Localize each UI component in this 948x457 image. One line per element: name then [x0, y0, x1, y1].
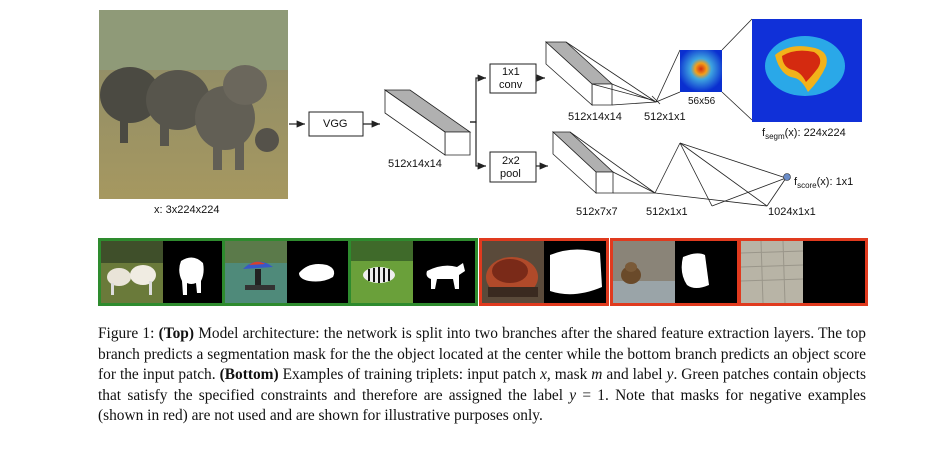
example-image — [613, 241, 675, 303]
score-output-label: fscore(x): 1x1 — [794, 176, 854, 191]
example-negative-bear — [610, 238, 740, 306]
example-negative-ground — [738, 238, 868, 306]
caption-text: , mask — [546, 366, 592, 383]
example-mask — [163, 241, 225, 303]
example-image — [351, 241, 413, 303]
caption-math-y: y — [666, 366, 674, 383]
vgg-label: VGG — [323, 118, 348, 130]
bottom-block-label: 512x7x7 — [576, 206, 618, 218]
vgg-output-label: 512x14x14 — [388, 158, 442, 170]
example-image — [482, 241, 544, 303]
pool-label-2: pool — [500, 168, 521, 180]
example-mask — [544, 241, 606, 303]
caption-math-y-eq: y — [569, 386, 577, 404]
vgg-output-block — [383, 89, 472, 156]
architecture-figure: x: 3x224x224 VGG 512x14x14 1x1 conv 2x2 … — [99, 10, 862, 218]
mask-small-label: 56x56 — [688, 96, 716, 107]
bottom-fc2-label: 1024x1x1 — [768, 206, 816, 218]
caption-math-m: m — [591, 366, 603, 383]
example-positive-umbrella — [222, 238, 352, 306]
example-mask — [803, 241, 865, 303]
example-image — [225, 241, 287, 303]
example-positive-sheep — [98, 238, 228, 306]
top-branch-block — [544, 41, 614, 106]
example-mask — [675, 241, 737, 303]
bottom-fc-label: 512x1x1 — [646, 206, 688, 218]
caption-text: . Green patches contain objects that sat… — [98, 366, 866, 404]
top-block-label: 512x14x14 — [568, 111, 622, 123]
pool-box — [489, 151, 537, 183]
caption-text: = 1. Note that masks for negative exampl… — [98, 386, 866, 425]
conv-label-2: conv — [499, 79, 523, 91]
segm-output-label: fsegm(x): 224x224 — [762, 127, 846, 142]
example-positive-zebra — [348, 238, 478, 306]
caption-top-bold: (Top) — [158, 325, 194, 342]
example-negative-bag — [479, 238, 609, 306]
caption-text: Examples of training triplets: input pat… — [278, 366, 541, 383]
figure-caption: Figure 1: (Top) Model architecture: the … — [98, 324, 866, 427]
top-fc-label: 512x1x1 — [644, 111, 686, 123]
input-label: x: 3x224x224 — [154, 204, 220, 216]
mask-56-heatmap — [680, 50, 722, 92]
example-image — [101, 241, 163, 303]
caption-bottom-bold: (Bottom) — [219, 366, 279, 383]
conv-label-1: 1x1 — [502, 66, 520, 78]
pool-label-1: 2x2 — [502, 155, 520, 167]
caption-text: Model architecture: the network is split… — [98, 325, 866, 383]
architecture-diagram — [99, 10, 862, 207]
input-image — [99, 10, 288, 199]
caption-math-x: x — [540, 366, 547, 383]
score-node — [783, 173, 791, 181]
caption-figure-number: Figure 1: — [98, 325, 159, 342]
training-examples-strip — [98, 238, 868, 306]
caption-text: and label — [602, 366, 667, 383]
example-image — [741, 241, 803, 303]
example-mask — [287, 241, 349, 303]
example-mask — [413, 241, 475, 303]
